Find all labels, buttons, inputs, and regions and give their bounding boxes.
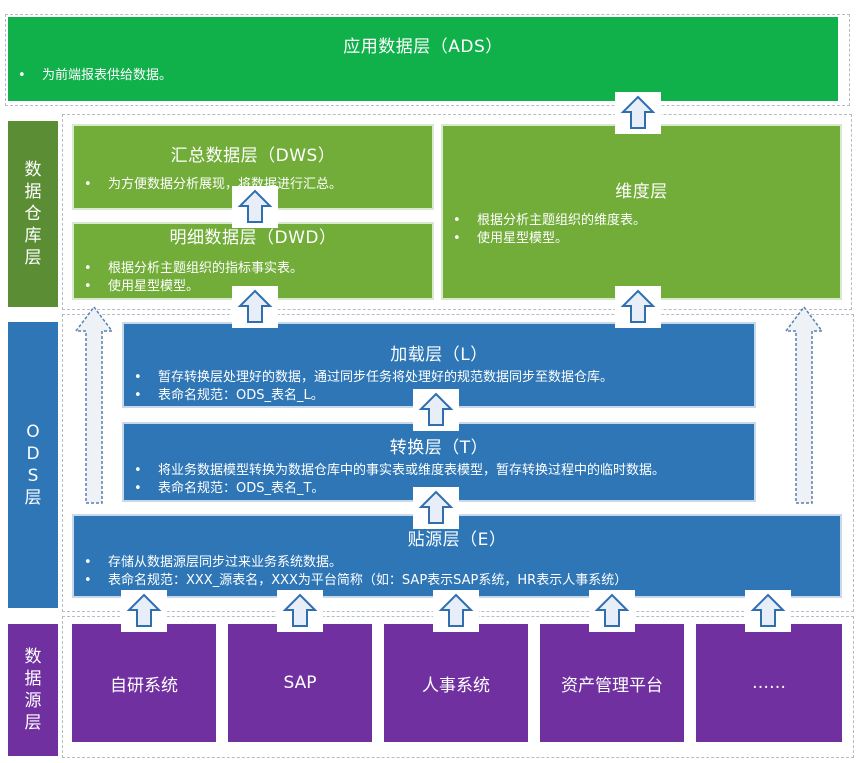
ads-bullet: 为前端报表供给数据。 (8, 67, 838, 85)
dwd-bullet: 根据分析主题组织的指标事实表。 (74, 260, 432, 278)
ads-title: 应用数据层（ADS） (343, 37, 503, 57)
transform-bullet: 表命名规范：ODS_表名_T。 (124, 480, 754, 498)
ads-bullets: 为前端报表供给数据。 (8, 67, 838, 85)
ods-side-label: O D S 层 (8, 322, 58, 608)
ads-layer: 应用数据层（ADS） 为前端报表供给数据。 (8, 17, 838, 101)
extract-bullet: 表命名规范：XXX_源表名，XXX为平台简称（如：SAP表示SAP系统，HR表示… (74, 572, 840, 590)
up-arrow-icon (615, 286, 661, 328)
up-arrow-icon (784, 305, 824, 504)
extract-title: 贴源层（E） (407, 530, 507, 550)
source-system: 资产管理平台 (540, 624, 684, 742)
dim-bullet: 使用星型模型。 (443, 230, 840, 248)
source-system: 自研系统 (72, 624, 216, 742)
dws-bullet: 为方便数据分析展现，将数据进行汇总。 (74, 176, 432, 194)
dim-bullet: 根据分析主题组织的维度表。 (443, 212, 840, 230)
dws-title: 汇总数据层（DWS） (170, 146, 336, 166)
dws-bullets: 为方便数据分析展现，将数据进行汇总。 (74, 176, 432, 194)
load-title: 加载层（L） (390, 345, 488, 365)
up-arrow-icon (589, 590, 635, 632)
dim-title: 维度层 (615, 182, 668, 202)
load-bullet: 暂存转换层处理好的数据，通过同步任务将处理好的规范数据同步至数据仓库。 (124, 369, 754, 387)
dwd-bullet: 使用星型模型。 (74, 278, 432, 296)
up-arrow-icon (277, 590, 323, 632)
source-system: …… (696, 624, 842, 742)
source-system: SAP (228, 624, 372, 742)
dwd-bullets: 根据分析主题组织的指标事实表。 使用星型模型。 (74, 260, 432, 296)
up-arrow-icon (74, 305, 114, 504)
up-arrow-icon (745, 590, 791, 632)
up-arrow-icon (413, 487, 459, 529)
src-side-label: 数 据 源 层 (8, 624, 58, 756)
transform-bullet: 将业务数据模型转换为数据仓库中的事实表或维度表模型，暂存转换过程中的临时数据。 (124, 462, 754, 480)
transform-title: 转换层（T） (389, 438, 489, 458)
up-arrow-icon (232, 186, 278, 228)
dim-bullets: 根据分析主题组织的维度表。 使用星型模型。 (443, 212, 840, 248)
dwd-title: 明细数据层（DWD） (169, 228, 337, 248)
transform-layer: 转换层（T） 将业务数据模型转换为数据仓库中的事实表或维度表模型，暂存转换过程中… (122, 422, 756, 502)
dim-layer: 维度层 根据分析主题组织的维度表。 使用星型模型。 (441, 124, 842, 300)
up-arrow-icon (232, 286, 278, 328)
dw-side-label: 数 据 仓 库 层 (8, 121, 58, 307)
up-arrow-icon (121, 590, 167, 632)
load-bullet: 表命名规范：ODS_表名_L。 (124, 387, 754, 405)
up-arrow-icon (413, 389, 459, 431)
up-arrow-icon (433, 590, 479, 632)
transform-bullets: 将业务数据模型转换为数据仓库中的事实表或维度表模型，暂存转换过程中的临时数据。 … (124, 462, 754, 498)
up-arrow-icon (615, 92, 661, 134)
extract-bullet: 存储从数据源层同步过来业务系统数据。 (74, 554, 840, 572)
load-bullets: 暂存转换层处理好的数据，通过同步任务将处理好的规范数据同步至数据仓库。 表命名规… (124, 369, 754, 405)
extract-bullets: 存储从数据源层同步过来业务系统数据。 表命名规范：XXX_源表名，XXX为平台简… (74, 554, 840, 590)
source-system: 人事系统 (384, 624, 528, 742)
